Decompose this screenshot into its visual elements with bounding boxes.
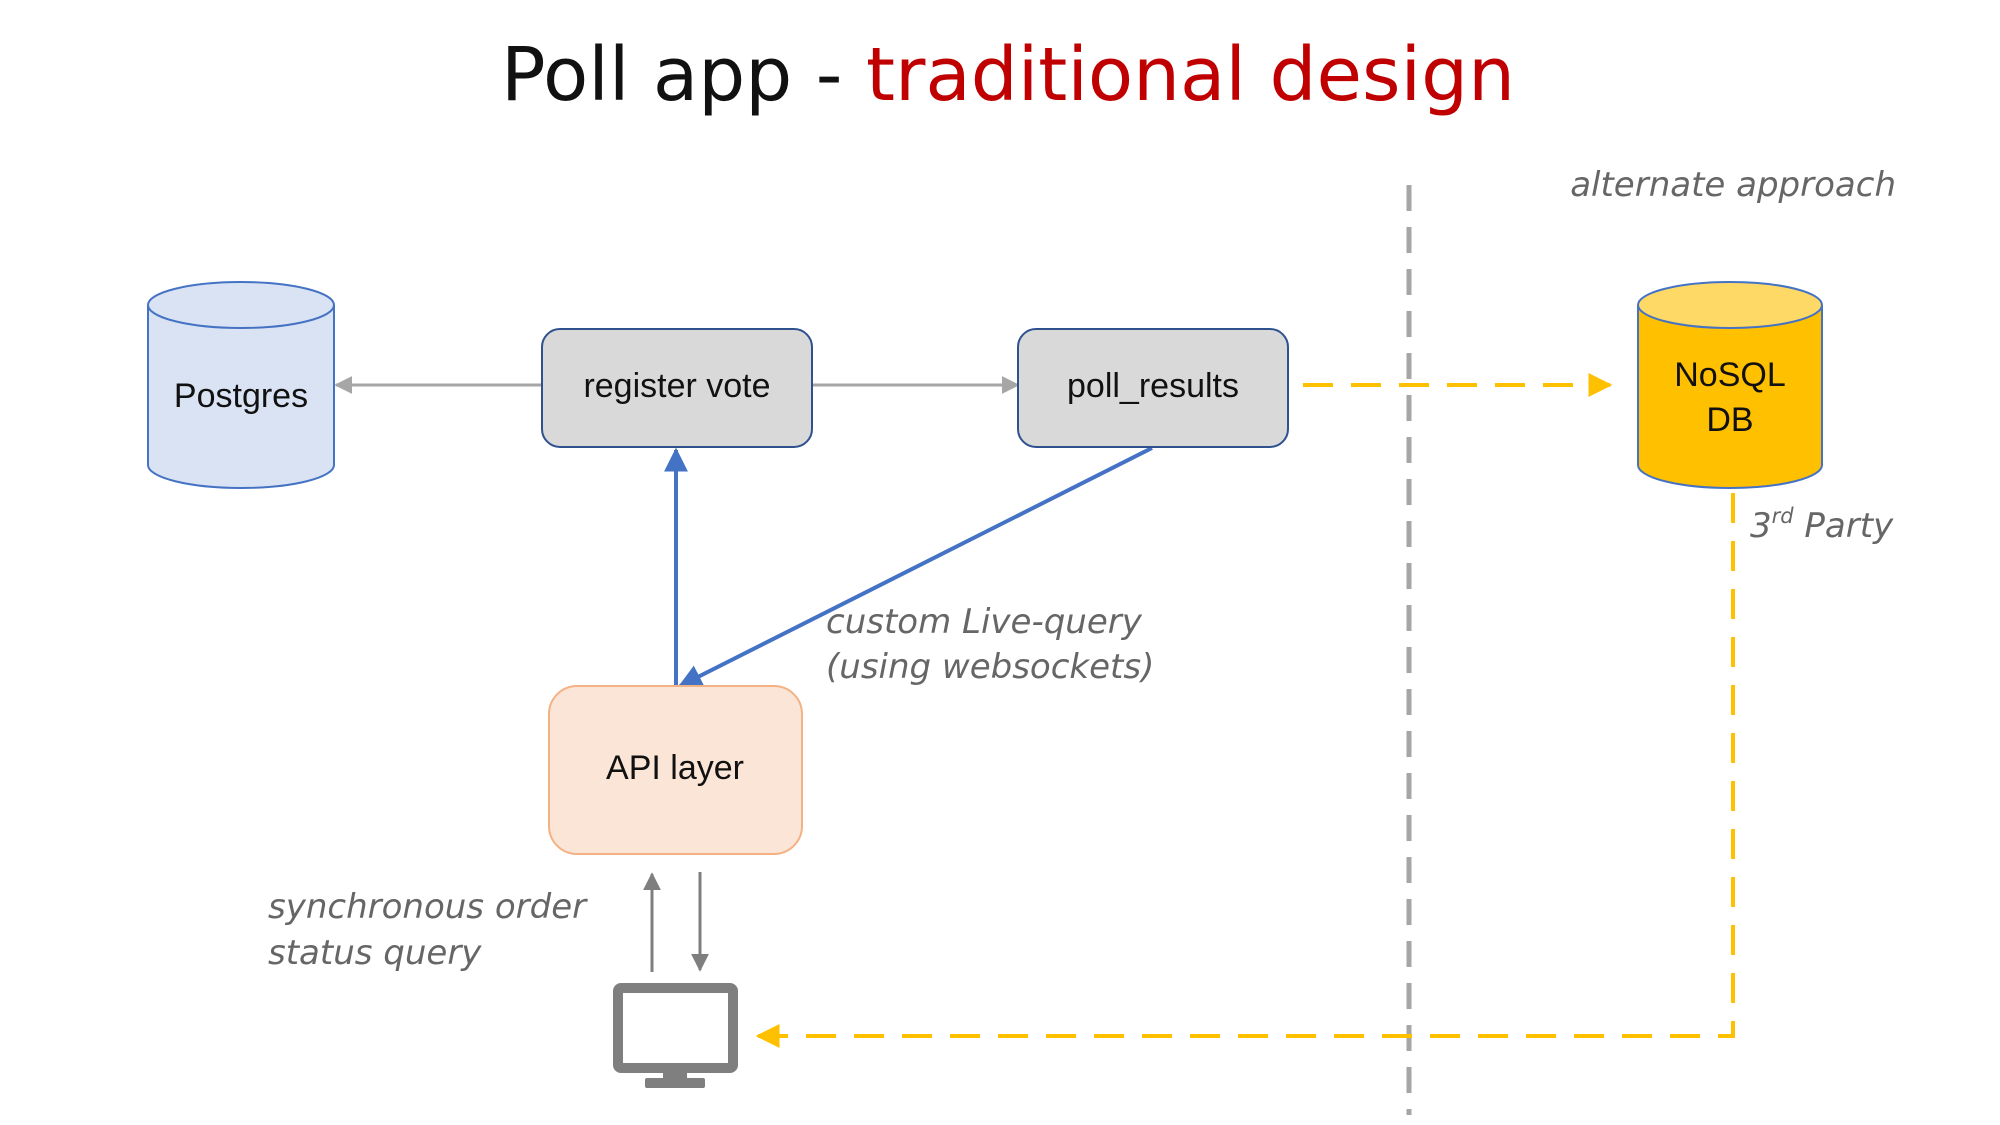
poll-results-node: poll_results	[1017, 328, 1289, 448]
title-accent: traditional design	[866, 32, 1515, 118]
third-party-label: 3rd Party	[1750, 504, 1894, 546]
monitor-icon	[613, 983, 738, 1088]
title-main: Poll app -	[501, 32, 866, 118]
postgres-label: Postgres	[174, 377, 308, 415]
websockets-label: (using websockets)	[826, 647, 1154, 687]
nosql-label-line1: NoSQL	[1674, 356, 1786, 394]
sync-query-label-line1: synchronous order	[268, 887, 588, 927]
nosql-database: NoSQL DB	[1637, 281, 1823, 489]
register-vote-label: register vote	[583, 367, 770, 405]
register-vote-node: register vote	[541, 328, 813, 448]
api-layer-label: API layer	[606, 749, 744, 787]
diagram-title: Poll app - traditional design	[501, 32, 1515, 118]
alternate-approach-label: alternate approach	[1570, 165, 1896, 205]
api-layer-node: API layer	[548, 685, 803, 855]
postgres-database: Postgres	[147, 281, 335, 489]
live-query-label: custom Live-query	[826, 602, 1143, 642]
results-to-api-live-query-arrow	[677, 446, 1153, 688]
sync-query-label-line2: status query	[268, 933, 482, 973]
nosql-label-line2: DB	[1706, 401, 1753, 439]
nosql-to-client-dashed-arrow	[755, 493, 1735, 1048]
poll-results-label: poll_results	[1067, 367, 1239, 405]
